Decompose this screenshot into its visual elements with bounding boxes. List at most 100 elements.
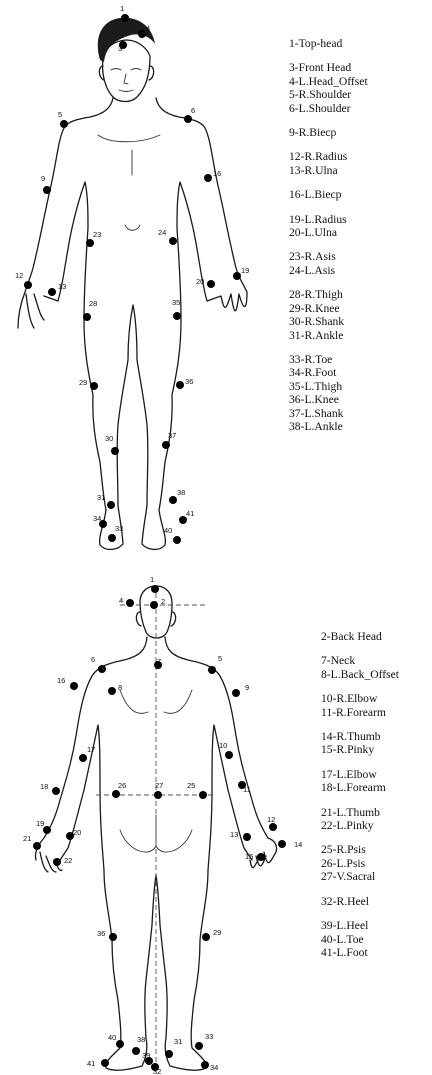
legend-entry: 19-L.Radius [289,213,368,226]
marker-dot-1 [151,585,159,593]
marker-number-39: 39 [142,1051,150,1060]
marker-number-41: 41 [186,509,194,518]
legend-gap [289,115,368,126]
legend-gap [321,681,399,692]
legend-entry: 22-L.Pinky [321,819,399,832]
marker-number-25: 25 [187,781,195,790]
marker-number-16: 16 [57,676,65,685]
legend-entry: 15-R.Pinky [321,743,399,756]
marker-dot-28 [83,313,91,321]
legend-entry: 21-L.Thumb [321,806,399,819]
marker-dot-5 [208,666,216,674]
marker-number-2: 2 [161,597,165,606]
legend-entry: 38-L.Ankle [289,420,368,433]
marker-number-19: 19 [36,819,44,828]
marker-number-1: 1 [120,4,124,13]
front-marker-layer: 1345691213161920232428293031333435363738… [15,4,249,544]
legend-entry: 16-L.Biecp [289,188,368,201]
marker-number-13: 13 [58,282,66,291]
marker-dot-6 [184,115,192,123]
legend-gap [321,719,399,730]
legend-entry: 37-L.Shank [289,407,368,420]
legend-entry: 40-L.Toe [321,933,399,946]
marker-dot-21 [33,842,41,850]
marker-number-21: 21 [23,834,31,843]
marker-number-7: 7 [157,657,161,666]
legend-entry: 28-R.Thigh [289,288,368,301]
marker-dot-4 [138,30,146,38]
legend-entry: 4-L.Head_Offset [289,75,368,88]
marker-number-37: 37 [168,431,176,440]
marker-dot-6 [98,665,106,673]
legend-gap [289,277,368,288]
legend-entry: 13-R.Ulna [289,164,368,177]
legend-entry: 27-V.Sacral [321,870,399,883]
marker-dot-38 [169,496,177,504]
legend-entry: 1-Top-head [289,37,368,50]
marker-dot-2 [150,601,158,609]
marker-dot-13 [48,288,56,296]
front-marker-legend: 1-Top-head3-Front Head4-L.Head_Offset5-R… [289,37,368,433]
marker-dot-22 [53,858,61,866]
marker-dot-12 [269,823,277,831]
legend-entry: 33-R.Toe [289,353,368,366]
legend-entry: 24-L.Asis [289,264,368,277]
legend-gap [289,342,368,353]
marker-dot-31 [107,501,115,509]
marker-dot-27 [154,791,162,799]
legend-entry: 23-R.Asis [289,250,368,263]
marker-dot-16 [204,174,212,182]
marker-dot-9 [43,186,51,194]
legend-entry: 2-Back Head [321,630,399,643]
back-marker-legend: 2-Back Head7-Neck8-L.Back_Offset10-R.Elb… [321,630,399,959]
marker-number-12: 12 [15,271,23,280]
marker-number-4: 4 [119,596,123,605]
marker-number-5: 5 [58,110,62,119]
marker-number-10: 10 [219,741,227,750]
marker-number-35: 35 [172,298,180,307]
marker-number-34: 34 [93,514,101,523]
marker-dot-29 [202,933,210,941]
marker-number-13: 13 [230,830,238,839]
legend-gap [289,239,368,250]
legend-entry: 41-L.Foot [321,946,399,959]
marker-number-29: 29 [79,378,87,387]
marker-number-20: 20 [196,277,204,286]
marker-number-12: 12 [267,815,275,824]
marker-number-24: 24 [158,228,166,237]
legend-entry: 5-R.Shoulder [289,88,368,101]
marker-dot-29 [90,382,98,390]
legend-entry: 26-L.Psis [321,857,399,870]
marker-number-30: 30 [105,434,113,443]
front-body-contour [18,98,247,549]
legend-entry: 14-R.Thumb [321,730,399,743]
marker-dot-17 [79,754,87,762]
marker-number-17: 17 [87,745,95,754]
legend-entry: 8-L.Back_Offset [321,668,399,681]
marker-dot-40 [116,1040,124,1048]
marker-number-9: 9 [245,683,249,692]
marker-dot-16 [70,682,78,690]
marker-number-14: 14 [294,840,302,849]
marker-number-36: 36 [97,929,105,938]
marker-number-18: 18 [40,782,48,791]
legend-gap [321,757,399,768]
marker-number-28: 28 [89,299,97,308]
marker-number-9: 9 [41,174,45,183]
marker-number-40: 40 [164,526,172,535]
marker-dot-37 [162,441,170,449]
legend-entry: 25-R.Psis [321,843,399,856]
legend-gap [321,908,399,919]
legend-gap [289,177,368,188]
legend-entry: 34-R.Foot [289,366,368,379]
legend-entry: 29-R.Knee [289,302,368,315]
marker-number-26: 26 [118,781,126,790]
marker-number-15: 15 [245,852,253,861]
marker-dot-19 [233,272,241,280]
marker-number-38: 38 [137,1035,145,1044]
marker-dot-5 [60,120,68,128]
legend-gap [289,50,368,61]
legend-entry: 32-R.Heel [321,895,399,908]
marker-dot-1 [121,14,129,22]
marker-dot-24 [169,237,177,245]
